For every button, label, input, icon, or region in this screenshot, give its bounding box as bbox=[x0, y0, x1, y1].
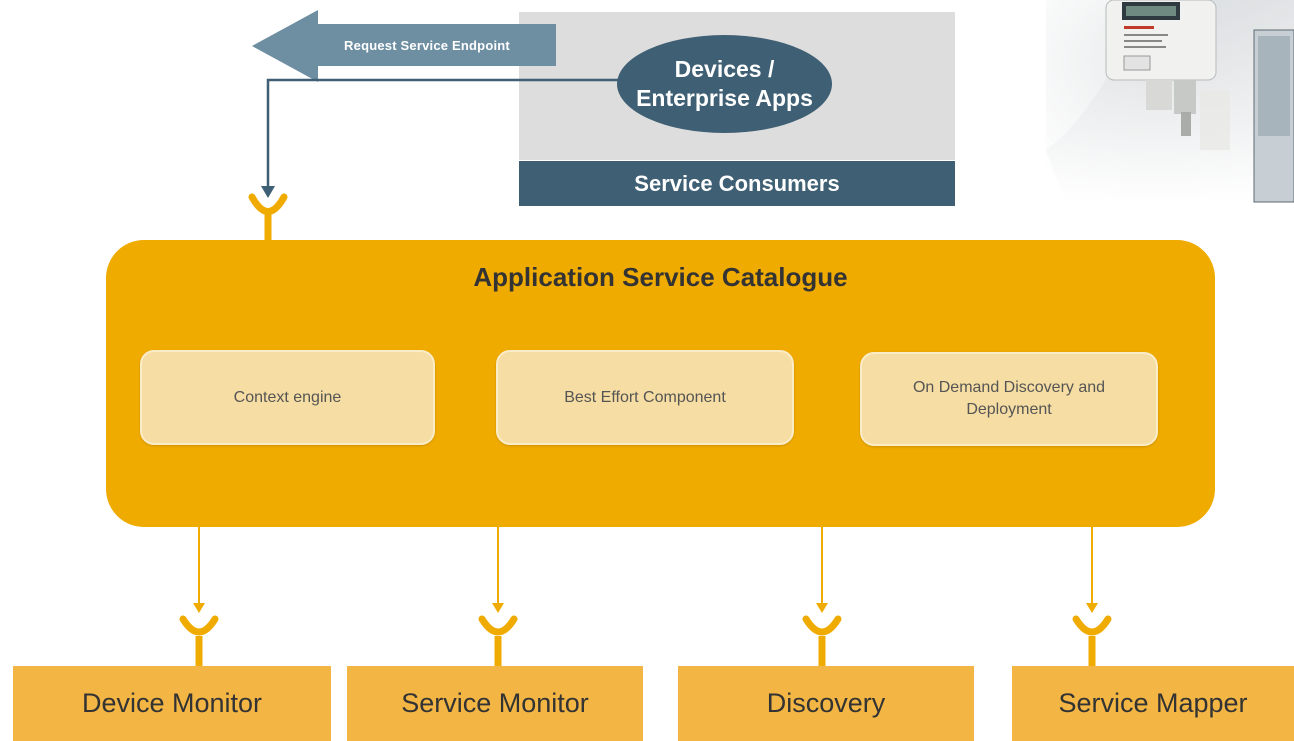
request-connector-arrowhead bbox=[261, 186, 275, 198]
context-engine-box: Context engine bbox=[140, 350, 435, 445]
catalogue-title: Application Service Catalogue bbox=[473, 262, 848, 292]
request-connector-line bbox=[266, 78, 620, 190]
service-consumers-label: Service Consumers bbox=[519, 161, 955, 206]
request-endpoint-arrow bbox=[252, 10, 556, 82]
enterprise-apps-label: Enterprise Apps bbox=[636, 85, 813, 111]
catalogue-input-socket bbox=[248, 193, 288, 246]
devices-enterprise-apps-node: Devices / Enterprise Apps bbox=[617, 35, 832, 133]
output-connector-service-mapper bbox=[1072, 527, 1112, 666]
devices-label: Devices / bbox=[674, 56, 775, 83]
device-monitor-box: Device Monitor bbox=[13, 666, 331, 741]
smart-meter-photo bbox=[1046, 0, 1294, 205]
on-demand-discovery-box: On Demand Discovery and Deployment bbox=[860, 352, 1158, 446]
discovery-box: Discovery bbox=[678, 666, 974, 741]
service-mapper-box: Service Mapper bbox=[1012, 666, 1294, 741]
output-connector-discovery bbox=[802, 527, 842, 666]
best-effort-component-box: Best Effort Component bbox=[496, 350, 794, 445]
output-connector-device-monitor bbox=[179, 527, 219, 666]
output-connector-service-monitor bbox=[478, 527, 518, 666]
service-monitor-box: Service Monitor bbox=[347, 666, 643, 741]
request-endpoint-label: Request Service Endpoint bbox=[344, 37, 510, 53]
